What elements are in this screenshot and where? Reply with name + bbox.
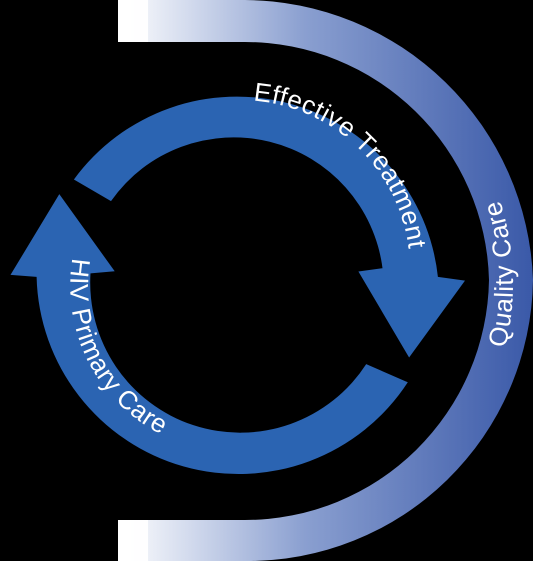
quality-care-arc — [118, 0, 533, 561]
cycle-segment-top — [73, 96, 466, 358]
cycle-segment-bottom — [10, 194, 408, 475]
arc-bottom-end-shade — [118, 520, 148, 561]
arc-top-end-shade — [118, 0, 148, 42]
